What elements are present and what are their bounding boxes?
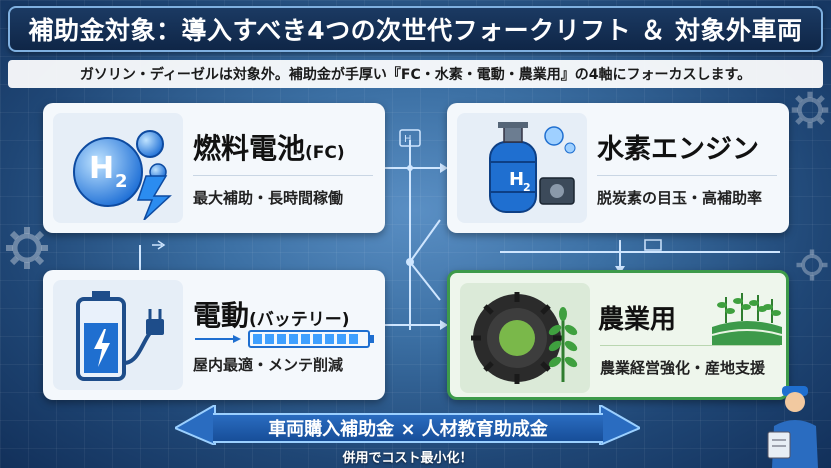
- card-title-main: 燃料電池: [193, 132, 306, 165]
- page-title: 補助金対象：導入すべき4つの次世代フォークリフト ＆ 対象外車両: [8, 6, 823, 52]
- card-title: 農業用: [598, 299, 783, 336]
- card-fuel-cell: H 2 燃料電池(FC) 最大補助・長時間稼働: [43, 103, 385, 233]
- divider: [193, 175, 373, 176]
- page-title-text: 補助金対象：導入すべき4つの次世代フォークリフト ＆ 対象外車両: [28, 16, 803, 45]
- gear-icon: [791, 91, 829, 129]
- card-desc: 最大補助・長時間稼働: [193, 189, 344, 207]
- worker-illustration-icon: [767, 386, 818, 468]
- h2-label-sub: 2: [523, 181, 531, 194]
- card-hydrogen-engine: H 2 水素エンジン 脱炭素の目玉・高補助率: [447, 103, 789, 233]
- card-title-main: 農業用: [598, 305, 677, 335]
- gear-icon: [796, 249, 828, 281]
- page-subtitle-text: ガソリン・ディーゼルは対象外。補助金が手厚い『FC・水素・電動・農業用』の4軸に…: [79, 67, 752, 83]
- gear-icon: [6, 227, 48, 269]
- banner-sub: 併用でコスト最小化！: [175, 446, 640, 466]
- crop-field-icon: [712, 293, 782, 345]
- svg-text:H: H: [404, 134, 412, 145]
- icon-box: [460, 283, 590, 393]
- card-title: 水素エンジン: [597, 127, 782, 166]
- divider: [600, 345, 780, 346]
- icon-box: H 2: [457, 113, 587, 223]
- card-desc: 農業経営強化・産地支援: [600, 359, 766, 377]
- card-title-paren: (バッテリー): [249, 310, 350, 330]
- banner-main: 車両購入補助金 × 人材教育助成金: [213, 413, 603, 443]
- h2-label: H: [89, 151, 115, 186]
- icon-box: H 2: [53, 113, 183, 223]
- h2-label-sub: 2: [115, 171, 128, 192]
- divider: [597, 175, 777, 176]
- battery-plug-icon: [76, 291, 164, 381]
- tractor-tire-leaf-icon: [471, 292, 578, 384]
- page-subtitle: ガソリン・ディーゼルは対象外。補助金が手厚い『FC・水素・電動・農業用』の4軸に…: [8, 60, 823, 88]
- banner-main-text: 車両購入補助金 × 人材教育助成金: [268, 419, 548, 440]
- card-desc: 屋内最適・メンテ削減: [193, 356, 344, 374]
- card-electric-battery: 電動(バッテリー) 屋内最適・メンテ削減: [43, 270, 385, 400]
- banner-sub-text: 併用でコスト最小化！: [342, 450, 473, 466]
- icon-box: [53, 280, 183, 390]
- hydrogen-lightning-icon: [73, 130, 172, 220]
- card-title-main: 水素エンジン: [597, 134, 759, 165]
- card-agricultural: 農業用 農業経営強化・産地支援: [447, 270, 789, 400]
- h2-label: H: [509, 169, 525, 190]
- hydrogen-tank-engine-icon: [489, 122, 576, 213]
- card-title: 電動(バッテリー): [193, 294, 378, 334]
- card-title-paren: (FC): [305, 143, 345, 163]
- charge-level-icon: [195, 330, 374, 348]
- card-title-main: 電動: [193, 299, 250, 332]
- card-desc: 脱炭素の目玉・高補助率: [597, 189, 763, 207]
- card-title: 燃料電池(FC): [193, 127, 378, 167]
